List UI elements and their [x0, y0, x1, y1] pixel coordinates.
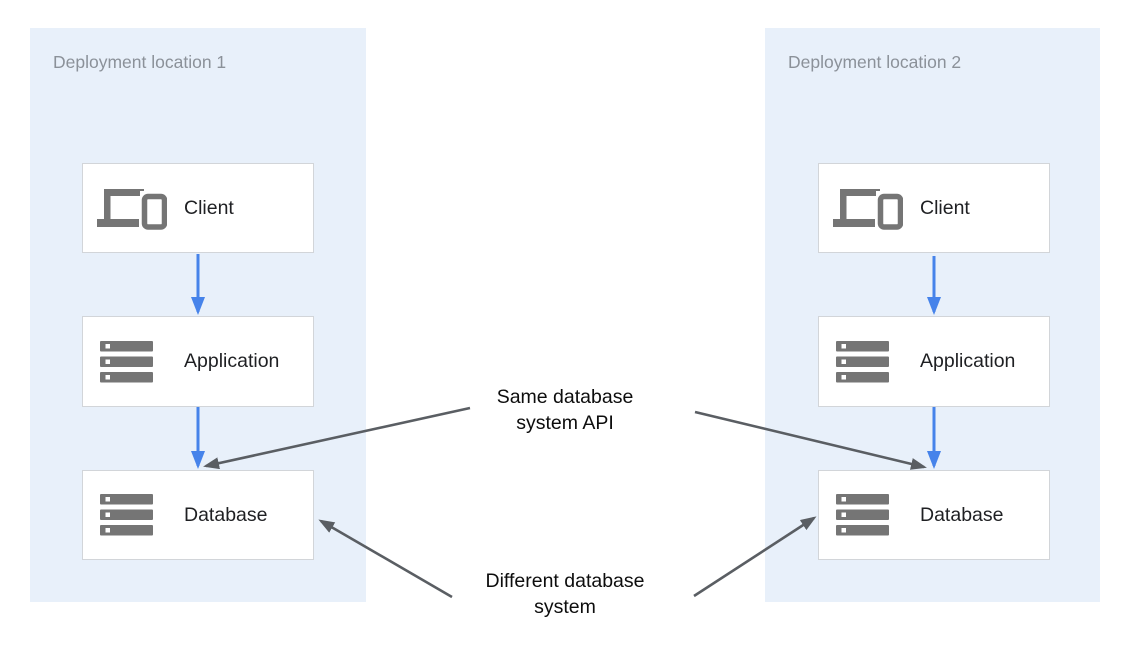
- database-node-1: Database: [82, 470, 314, 560]
- annotation-line: Different database: [485, 570, 645, 592]
- deployment-location-1-panel: Deployment location 1 Client: [30, 28, 366, 602]
- node-label: Application: [184, 350, 280, 372]
- node-label: Client: [184, 196, 234, 219]
- deployment-location-2-panel: Deployment location 2 Client: [765, 28, 1100, 602]
- database-node-2: Database: [818, 470, 1050, 560]
- annotation-line: Same database: [496, 386, 634, 408]
- application-node-1: Application: [82, 316, 314, 407]
- annotation-different-database-system: Different database system: [455, 568, 675, 620]
- node-label: Database: [920, 503, 1004, 526]
- annotation-line: system: [534, 596, 596, 618]
- client-node-1: Client: [82, 163, 314, 253]
- client-node-2: Client: [818, 163, 1050, 253]
- node-label: Application: [920, 350, 1016, 372]
- panel-title-2: Deployment location 2: [788, 52, 962, 72]
- node-label: Database: [184, 503, 268, 526]
- server-stack-icon: [833, 494, 905, 536]
- server-stack-icon: [97, 494, 169, 536]
- annotation-same-database-system-api: Same database system API: [455, 384, 675, 436]
- server-stack-icon: [833, 340, 905, 383]
- annotation-line: system API: [516, 412, 614, 434]
- client-devices-icon: [833, 185, 905, 231]
- server-stack-icon: [97, 340, 169, 383]
- panel-title-1: Deployment location 1: [53, 52, 227, 72]
- client-devices-icon: [97, 185, 169, 231]
- application-node-2: Application: [818, 316, 1050, 407]
- node-label: Client: [920, 196, 970, 219]
